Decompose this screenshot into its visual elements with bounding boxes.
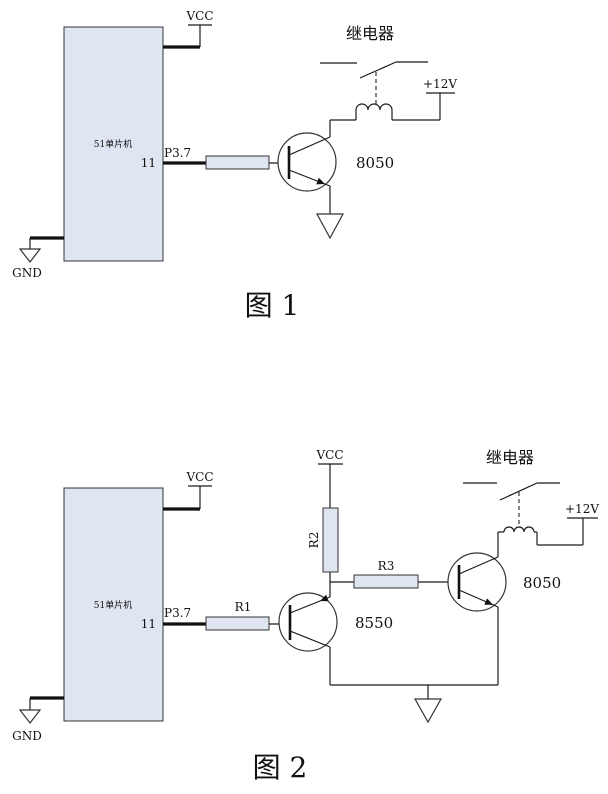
pin-name: P3.7 — [164, 606, 191, 620]
resistor-r1: R1 — [205, 600, 290, 631]
resistor-label: R3 — [378, 559, 395, 573]
pin-name: P3.7 — [164, 146, 191, 160]
transistor-body — [278, 592, 338, 652]
relay-label: 继电器 — [346, 24, 394, 43]
relay-coil — [355, 103, 393, 111]
emitter-arrow-icon — [320, 594, 329, 602]
output-pin: 11 P3.7 — [141, 146, 206, 170]
mcu-chip — [63, 487, 164, 722]
transistor-body — [277, 132, 337, 192]
resistor-r2: VCC R2 — [307, 448, 344, 573]
gnd-label: GND — [12, 729, 42, 743]
resistor-label: R1 — [235, 600, 252, 614]
mcu-chip — [63, 26, 164, 262]
transistor-body — [447, 552, 507, 612]
supply-label: +12V — [565, 502, 599, 516]
mcu-ground: GND — [12, 696, 64, 743]
mcu-label: 51单片机 — [94, 138, 132, 150]
pullup-vcc-label: VCC — [315, 448, 343, 462]
ground-symbol — [315, 213, 345, 240]
switch-blade — [359, 61, 397, 79]
gnd-label: GND — [12, 266, 42, 280]
ground-symbol — [18, 709, 42, 724]
transistor-label: 8550 — [355, 614, 393, 632]
relay: +12V 继电器 — [463, 448, 599, 546]
figure-caption: 图 2 — [253, 751, 308, 784]
resistor-body — [322, 507, 339, 573]
resistor-body — [353, 574, 419, 589]
common-ground — [330, 684, 498, 724]
relay: +12V 继电器 — [320, 24, 457, 121]
transistor-collector — [458, 556, 499, 575]
relay-label: 继电器 — [486, 448, 534, 467]
vcc-connection: VCC — [163, 9, 214, 49]
pnp-transistor-8550: 8550 — [278, 572, 393, 685]
pin-number: 11 — [141, 156, 156, 170]
figure-2: 51单片机 VCC GND 11 P3.7 R1 — [12, 448, 599, 784]
transistor-label: 8050 — [356, 154, 394, 172]
npn-transistor-8050: 8050 — [277, 120, 394, 240]
pin-number: 11 — [141, 617, 156, 631]
transistor-label: 8050 — [523, 574, 561, 592]
output-pin: 11 P3.7 — [141, 606, 206, 631]
vcc-label: VCC — [185, 9, 213, 23]
relay-coil — [503, 526, 535, 533]
transistor-collector — [289, 630, 331, 648]
resistor-body — [205, 616, 270, 631]
resistor-label: R2 — [307, 532, 321, 549]
mcu-label: 51单片机 — [94, 599, 132, 611]
emitter-arrow-icon — [316, 177, 325, 185]
vcc-label: VCC — [185, 470, 213, 484]
npn-transistor-8050: 8050 — [447, 532, 561, 685]
figure-caption: 图 1 — [245, 289, 300, 322]
ground-symbol — [18, 248, 42, 263]
vcc-connection: VCC — [163, 470, 214, 511]
base-resistor — [205, 155, 270, 170]
transistor-collector — [288, 136, 331, 156]
ground-symbol — [413, 698, 443, 724]
switch-blade — [499, 482, 538, 501]
figure-1: 51单片机 VCC GND 11 P3.7 — [12, 9, 457, 322]
supply-label: +12V — [423, 77, 457, 91]
emitter-arrow-icon — [484, 598, 493, 605]
resistor-r3: R3 — [330, 559, 459, 589]
mcu-ground: GND — [12, 236, 64, 280]
